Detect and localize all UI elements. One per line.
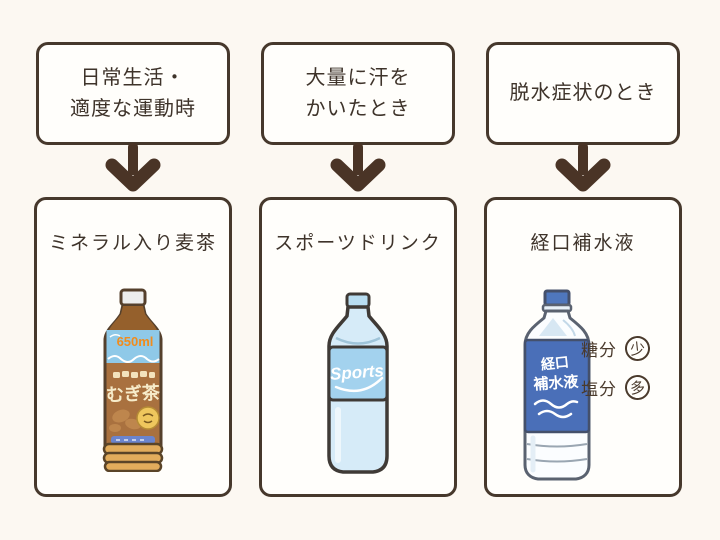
- condition-text: かいたとき: [305, 97, 411, 120]
- tea-name-label: むぎ茶: [105, 382, 161, 406]
- sports-drink-bottle-illustration: Sports: [327, 292, 389, 474]
- drink-title: 経口補水液: [530, 233, 636, 254]
- condition-box-dehydration: 脱水症状のとき: [486, 42, 680, 145]
- condition-text: 適度な運動時: [70, 97, 196, 120]
- condition-box-daily-life: 日常生活・ 適度な運動時: [36, 42, 230, 145]
- condition-text: 日常生活・: [80, 66, 186, 89]
- drink-title: スポーツドリンク: [274, 233, 442, 254]
- down-arrow-icon: [552, 143, 614, 197]
- condition-box-heavy-sweating: 大量に汗を かいたとき: [261, 42, 455, 145]
- ors-name-label-line1: 経口: [540, 354, 570, 373]
- note-sugar-label: 糖分: [581, 341, 617, 360]
- sports-name-label: Sports: [329, 361, 384, 384]
- note-sugar-badge: 少: [623, 334, 652, 363]
- note-sugar: 糖分 少: [581, 334, 667, 363]
- condition-text: 脱水症状のとき: [509, 82, 657, 104]
- down-arrow-icon: [327, 143, 389, 197]
- barley-tea-bottle-illustration: 650ml むぎ茶: [102, 288, 164, 472]
- oral-rehydration-bottle-illustration: 経口 補水液: [523, 289, 591, 481]
- drink-box-sports-drink: スポーツドリンク Sports: [259, 197, 457, 497]
- column-daily-life: 日常生活・ 適度な運動時 ミネラル入り麦茶 650ml: [34, 0, 232, 540]
- column-dehydration: 脱水症状のとき 経口補水液 経口 補水液: [484, 0, 682, 540]
- tea-volume-label: 650ml: [117, 334, 154, 349]
- ors-notes: 糖分 少 塩分 多: [581, 334, 667, 402]
- down-arrow-icon: [102, 143, 164, 197]
- condition-text: 大量に汗を: [305, 66, 411, 89]
- drink-box-oral-rehydration: 経口補水液 経口 補水液: [484, 197, 682, 497]
- drink-box-barley-tea: ミネラル入り麦茶 650ml むぎ茶: [34, 197, 232, 497]
- drink-title: ミネラル入り麦茶: [48, 233, 217, 254]
- note-salt-label: 塩分: [581, 380, 617, 399]
- note-salt: 塩分 多: [581, 373, 667, 402]
- column-heavy-sweating: 大量に汗を かいたとき スポーツドリンク Sports: [259, 0, 457, 540]
- ors-name-label-line2: 補水液: [532, 372, 580, 393]
- note-salt-badge: 多: [623, 373, 652, 402]
